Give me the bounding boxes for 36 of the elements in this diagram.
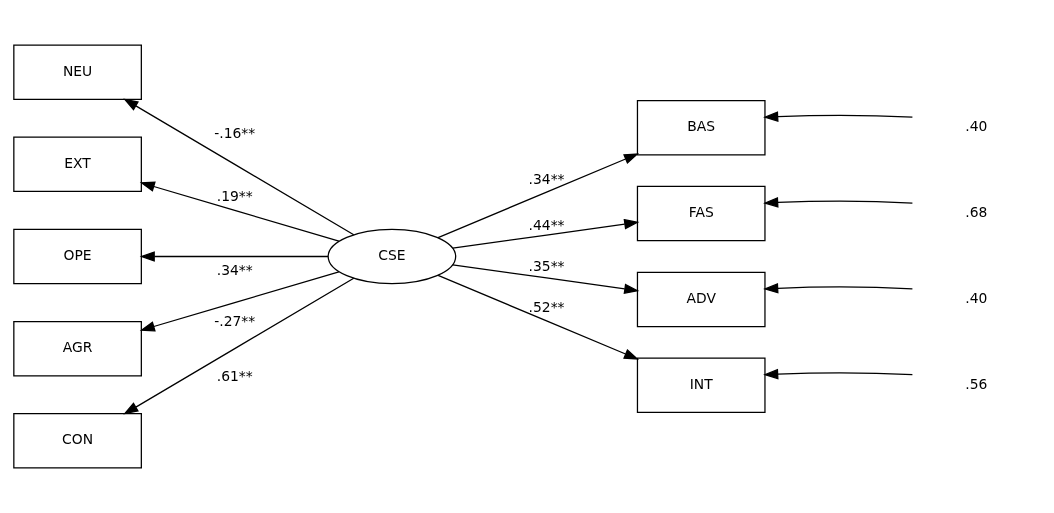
node-text: .40	[965, 118, 988, 135]
edge-label: .52**	[528, 298, 565, 315]
node-box: NEU	[13, 44, 142, 100]
node-ellipse: CSE	[327, 228, 457, 285]
arrow	[123, 98, 355, 236]
node-box: INT	[636, 357, 766, 414]
arrow	[139, 181, 340, 242]
edge-label: .34**	[216, 262, 253, 279]
node-text: .40	[965, 289, 988, 306]
edge-label: -.16**	[214, 124, 256, 141]
node-box: EXT	[13, 136, 142, 193]
arrow	[452, 218, 640, 249]
edge-label: .44**	[528, 216, 565, 233]
edge-label: .34**	[528, 171, 565, 188]
node-text: .68	[965, 204, 988, 221]
edge-label: -.27**	[214, 312, 256, 329]
node-box: AGR	[13, 320, 142, 377]
arrow	[763, 197, 914, 208]
arrow	[763, 111, 914, 122]
node-box: BAS	[636, 99, 766, 156]
arrow	[452, 264, 640, 295]
arrow	[437, 153, 640, 239]
node-box: CON	[13, 413, 142, 469]
edge-label: .61**	[216, 368, 253, 385]
arrow	[123, 277, 355, 415]
node-box: OPE	[13, 228, 142, 285]
node-text: .56	[965, 375, 988, 392]
edge-label: .19**	[216, 187, 253, 204]
arrow	[139, 271, 340, 332]
node-box: ADV	[636, 271, 766, 328]
node-box: FAS	[636, 185, 766, 242]
arrow	[763, 282, 914, 294]
arrow	[437, 274, 640, 360]
arrow	[139, 251, 329, 262]
edge-label: .35**	[528, 258, 565, 275]
arrow	[763, 368, 914, 380]
